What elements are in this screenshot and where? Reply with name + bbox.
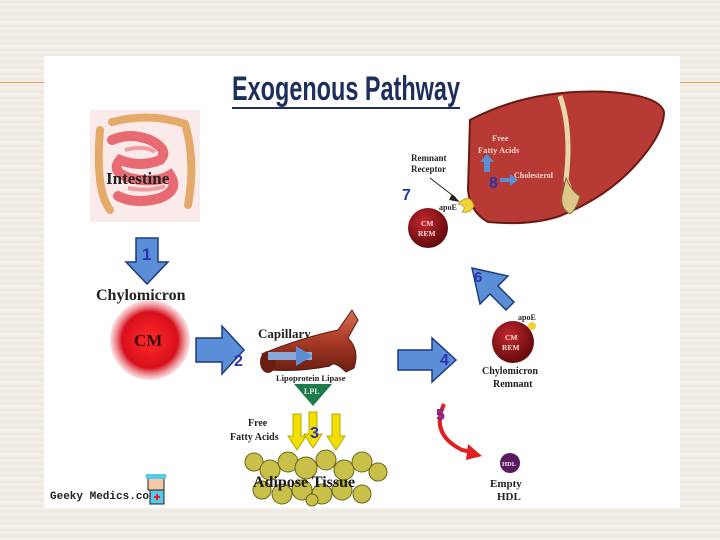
capillary-label: Capillary xyxy=(258,326,311,341)
lpl-enzyme xyxy=(294,384,332,406)
step-8-number: 8 xyxy=(489,175,498,192)
cm-remnant-liver-particle xyxy=(408,208,448,248)
arrow-step-5-head xyxy=(466,444,482,460)
receptor-pointer-line xyxy=(429,177,457,199)
capillary-illustration xyxy=(260,309,359,373)
step-1-number: 1 xyxy=(142,245,151,264)
lipoprotein-lipase-label: Lipoprotein Lipase xyxy=(276,373,346,383)
adipose-tissue-label: Adipose Tissue xyxy=(253,474,355,491)
lpl-label: LPL xyxy=(304,387,320,396)
cm-remnant-particle xyxy=(492,321,534,363)
apoe-protein-middle xyxy=(528,322,536,330)
fatty-acid-arrows xyxy=(287,411,346,451)
arrow-step-1 xyxy=(124,237,170,286)
liver-illustration xyxy=(466,90,666,225)
free-fatty-acids-liver-line1: Free xyxy=(492,133,509,143)
chylomicron-remnant-line1: Chylomicron xyxy=(482,366,538,377)
intestine-illustration xyxy=(90,110,200,222)
decor-line-right xyxy=(680,82,720,83)
free-fatty-acids-liver-line2: Fatty Acids xyxy=(478,145,520,155)
chylomicron-particle xyxy=(110,300,190,380)
step-3-number: 3 xyxy=(310,425,319,442)
step-4-number: 4 xyxy=(440,352,449,369)
brand-logo: Geeky Medics.com xyxy=(50,491,156,503)
step-5-number: 5 xyxy=(436,407,445,424)
hdl-label: HDL xyxy=(502,461,517,468)
liver-arrow-up xyxy=(480,154,494,172)
brand-mascot-icon xyxy=(146,474,166,505)
empty-hdl-line1: Empty xyxy=(490,478,522,490)
adipose-tissue-illustration xyxy=(244,449,388,507)
remnant-receptor-icon xyxy=(457,198,475,213)
chylomicron-remnant-line2: Remnant xyxy=(493,379,533,390)
hdl-particle xyxy=(500,453,520,473)
decor-line-left xyxy=(0,82,44,83)
intestine-label: Intestine xyxy=(106,169,170,188)
step-6-number: 6 xyxy=(474,269,482,286)
cm-remnant-liver-line2: REM xyxy=(418,229,436,238)
liver-arrow-right xyxy=(500,174,518,186)
cm-remnant-line1: CM xyxy=(505,333,518,342)
step-2-number: 2 xyxy=(234,353,243,370)
cm-remnant-liver-line1: CM xyxy=(421,219,434,228)
cholesterol-label: Cholesterol xyxy=(514,171,554,180)
apoe-label-top: apoE xyxy=(439,203,457,212)
remnant-receptor-line2: Receptor xyxy=(411,164,446,174)
apoe-label-middle: apoE xyxy=(518,313,536,322)
arrow-step-6 xyxy=(471,267,516,312)
chylomicron-cm-label: CM xyxy=(134,331,162,350)
remnant-receptor-line1: Remnant xyxy=(411,153,447,163)
arrow-step-5 xyxy=(437,403,473,454)
step-7-number: 7 xyxy=(402,187,411,204)
page-title: Exogenous Pathway xyxy=(232,70,460,108)
chylomicron-label: Chylomicron xyxy=(96,287,186,304)
free-fatty-acids-bottom-line1: Free xyxy=(248,418,268,429)
arrow-step-2 xyxy=(195,324,246,376)
free-fatty-acids-bottom-line2: Fatty Acids xyxy=(230,432,279,443)
arrow-step-4 xyxy=(397,336,458,384)
empty-hdl-line2: HDL xyxy=(497,491,521,503)
cm-remnant-line2: REM xyxy=(502,343,520,352)
receptor-pointer-head xyxy=(449,194,460,202)
